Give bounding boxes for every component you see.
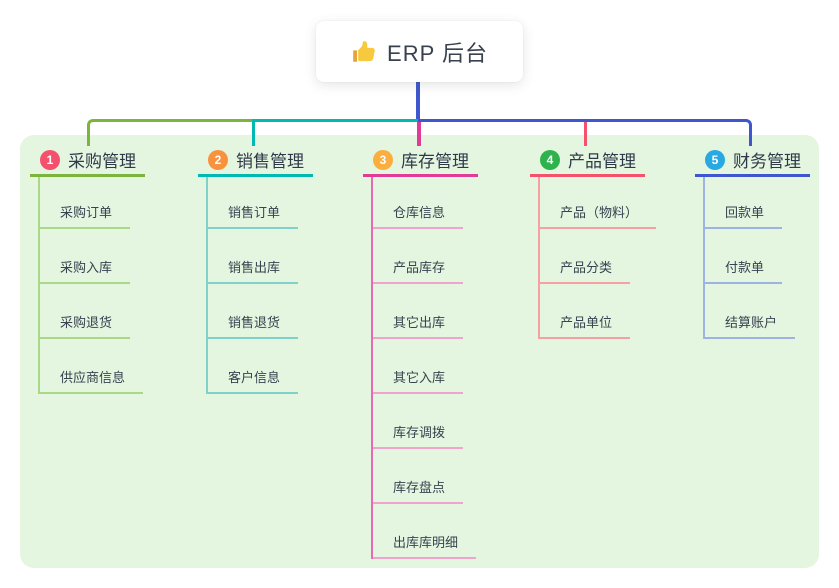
connector-branch-1 bbox=[87, 119, 252, 146]
child-node[interactable]: 产品（物料） bbox=[540, 203, 657, 229]
child-row: 产品库存 bbox=[373, 229, 495, 284]
child-row: 采购订单 bbox=[40, 177, 162, 229]
child-node[interactable]: 产品库存 bbox=[373, 258, 464, 284]
branch-number-badge: 1 bbox=[40, 149, 60, 170]
child-row: 其它入库 bbox=[373, 339, 495, 394]
child-row: 采购退货 bbox=[40, 284, 162, 339]
branch-1: 1 采购管理采购订单采购入库采购退货供应商信息 bbox=[30, 145, 162, 394]
branch-number-badge: 4 bbox=[540, 149, 560, 170]
branch-4: 4 产品管理产品（物料） 产品分类产品单位 bbox=[530, 145, 662, 339]
child-node[interactable]: 库存调拨 bbox=[373, 423, 464, 449]
branch-node-5[interactable]: 5 财务管理 bbox=[695, 145, 810, 177]
child-row: 销售退货 bbox=[208, 284, 330, 339]
thumbs-up-icon bbox=[351, 39, 377, 65]
branch-children: 采购订单采购入库采购退货供应商信息 bbox=[38, 177, 162, 394]
child-row: 销售订单 bbox=[208, 177, 330, 229]
child-node[interactable]: 产品分类 bbox=[540, 258, 631, 284]
branch-node-3[interactable]: 3 库存管理 bbox=[363, 145, 478, 177]
branch-3: 3 库存管理仓库信息产品库存其它出库其它入库库存调拨库存盘点出库库明细 bbox=[363, 145, 495, 559]
child-row: 销售出库 bbox=[208, 229, 330, 284]
branch-label: 采购管理 bbox=[68, 152, 136, 171]
connector-branch-4 bbox=[584, 119, 587, 146]
child-row: 产品单位 bbox=[540, 284, 662, 339]
child-node[interactable]: 销售退货 bbox=[208, 313, 299, 339]
branch-number-badge: 5 bbox=[705, 149, 725, 170]
branch-label: 库存管理 bbox=[401, 152, 469, 171]
branch-node-2[interactable]: 2 销售管理 bbox=[198, 145, 313, 177]
child-node[interactable]: 其它入库 bbox=[373, 368, 464, 394]
root-node[interactable]: ERP 后台 bbox=[316, 21, 523, 82]
branch-number-badge: 3 bbox=[373, 149, 393, 170]
branches-panel bbox=[20, 135, 819, 568]
branch-children: 产品（物料） 产品分类产品单位 bbox=[538, 177, 662, 339]
child-node[interactable]: 采购订单 bbox=[40, 203, 131, 229]
root-stem-line bbox=[416, 80, 420, 121]
child-node[interactable]: 产品单位 bbox=[540, 313, 631, 339]
child-row: 结算账户 bbox=[705, 284, 827, 339]
branch-2: 2 销售管理销售订单销售出库销售退货客户信息 bbox=[198, 145, 330, 394]
child-node[interactable]: 其它出库 bbox=[373, 313, 464, 339]
child-row: 客户信息 bbox=[208, 339, 330, 394]
child-row: 产品分类 bbox=[540, 229, 662, 284]
child-row: 出库库明细 bbox=[373, 504, 495, 559]
child-node[interactable]: 客户信息 bbox=[208, 368, 299, 394]
branch-number-badge: 2 bbox=[208, 149, 228, 170]
branch-label: 销售管理 bbox=[236, 152, 304, 171]
branch-node-4[interactable]: 4 产品管理 bbox=[530, 145, 645, 177]
child-row: 回款单 bbox=[705, 177, 827, 229]
branch-node-1[interactable]: 1 采购管理 bbox=[30, 145, 145, 177]
child-row: 其它出库 bbox=[373, 284, 495, 339]
branch-label: 产品管理 bbox=[568, 152, 636, 171]
child-node[interactable]: 仓库信息 bbox=[373, 203, 464, 229]
root-node-label: ERP 后台 bbox=[387, 40, 488, 66]
child-node[interactable]: 采购退货 bbox=[40, 313, 131, 339]
child-row: 库存调拨 bbox=[373, 394, 495, 449]
branch-children: 销售订单销售出库销售退货客户信息 bbox=[206, 177, 330, 394]
child-row: 采购入库 bbox=[40, 229, 162, 284]
child-node[interactable]: 付款单 bbox=[705, 258, 783, 284]
child-node[interactable]: 采购入库 bbox=[40, 258, 131, 284]
connector-branch-3 bbox=[417, 121, 421, 146]
branch-label: 财务管理 bbox=[733, 152, 801, 171]
child-node[interactable]: 销售订单 bbox=[208, 203, 299, 229]
branch-5: 5 财务管理回款单付款单结算账户 bbox=[695, 145, 827, 339]
child-row: 仓库信息 bbox=[373, 177, 495, 229]
child-row: 库存盘点 bbox=[373, 449, 495, 504]
child-node[interactable]: 供应商信息 bbox=[40, 368, 144, 394]
child-row: 付款单 bbox=[705, 229, 827, 284]
child-node[interactable]: 出库库明细 bbox=[373, 533, 477, 559]
connector-branch-2 bbox=[252, 119, 418, 146]
child-node[interactable]: 回款单 bbox=[705, 203, 783, 229]
branch-children: 回款单付款单结算账户 bbox=[703, 177, 827, 339]
child-node[interactable]: 销售出库 bbox=[208, 258, 299, 284]
child-node[interactable]: 结算账户 bbox=[705, 313, 796, 339]
branch-children: 仓库信息产品库存其它出库其它入库库存调拨库存盘点出库库明细 bbox=[371, 177, 495, 559]
child-row: 产品（物料） bbox=[540, 177, 662, 229]
child-node[interactable]: 库存盘点 bbox=[373, 478, 464, 504]
connector-branch-5 bbox=[418, 119, 752, 146]
child-row: 供应商信息 bbox=[40, 339, 162, 394]
